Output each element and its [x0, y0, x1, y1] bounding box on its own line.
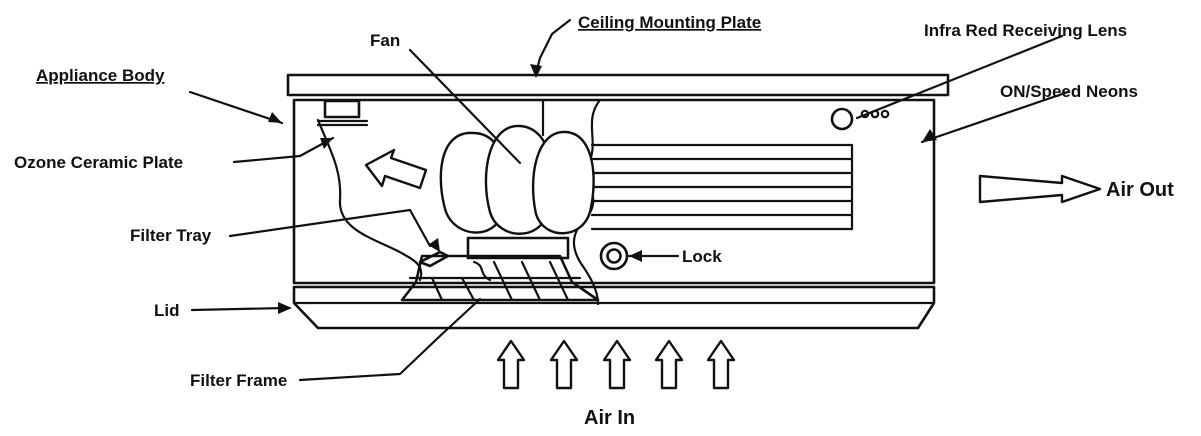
fan [439, 124, 595, 235]
ceiling-mounting-plate [286, 73, 950, 97]
label-filter-frame: Filter Frame [190, 371, 287, 390]
air-out-arrow [978, 174, 1102, 204]
label-ozone-ceramic-plate: Ozone Ceramic Plate [14, 153, 183, 172]
label-lid: Lid [154, 301, 180, 320]
ozone-ceramic-plate [323, 99, 361, 119]
label-on-speed-neons: ON/Speed Neons [1000, 82, 1138, 101]
lock-icon [599, 241, 629, 271]
filter-tray [316, 118, 570, 282]
label-air-in: Air In [584, 407, 635, 429]
lid [292, 285, 936, 330]
infra-red-lens [830, 107, 854, 131]
label-lock: Lock [682, 247, 722, 266]
air-in-arrows [496, 339, 736, 390]
label-filter-tray: Filter Tray [130, 226, 212, 245]
label-ceiling-mounting-plate: Ceiling Mounting Plate [578, 13, 761, 32]
appliance-body [292, 98, 936, 285]
label-fan: Fan [370, 31, 400, 50]
air-outlet-louvres [590, 143, 854, 231]
label-appliance-body: Appliance Body [36, 66, 165, 85]
internal-airflow-arrow [364, 148, 428, 190]
label-air-out: Air Out [1106, 179, 1174, 201]
filter-frame [400, 250, 600, 302]
label-infra-red-receiving-lens: Infra Red Receiving Lens [924, 21, 1127, 40]
leader-arrowheads [268, 64, 937, 314]
